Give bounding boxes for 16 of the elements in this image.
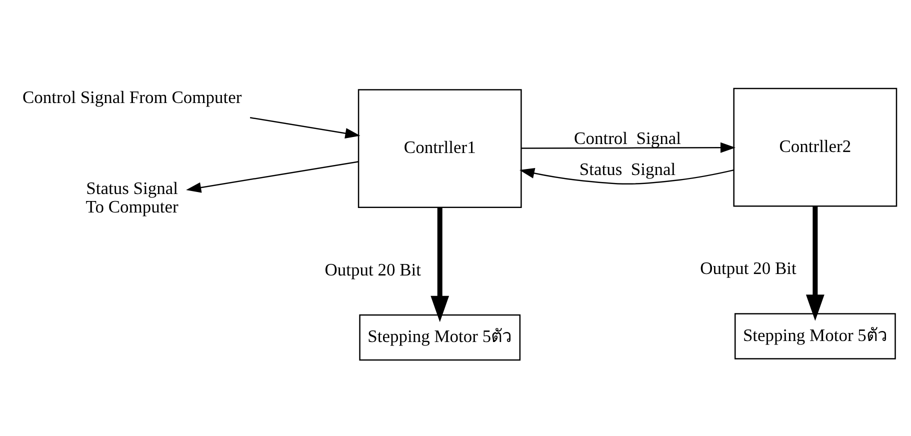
node-box: Contrller1 bbox=[358, 89, 522, 208]
node-text: Control Signal From Computer bbox=[22, 87, 242, 108]
arrow bbox=[186, 161, 358, 193]
node-box: Stepping Motor 5ตัว bbox=[359, 314, 521, 361]
edge-label: Output 20 Bit bbox=[700, 258, 796, 278]
node-box: Contrller2 bbox=[733, 88, 898, 207]
node-box: Stepping Motor 5ตัว bbox=[734, 313, 896, 360]
edge-label: Status Signal bbox=[579, 159, 676, 180]
node-text: Status Signal To Computer bbox=[86, 178, 178, 217]
edge-label: Output 20 Bit bbox=[324, 259, 422, 280]
edge-label: Control Signal bbox=[574, 128, 681, 148]
arrow bbox=[519, 168, 734, 185]
arrow bbox=[430, 208, 450, 322]
arrow bbox=[522, 142, 736, 153]
arrow bbox=[250, 117, 360, 138]
arrow bbox=[806, 206, 824, 321]
